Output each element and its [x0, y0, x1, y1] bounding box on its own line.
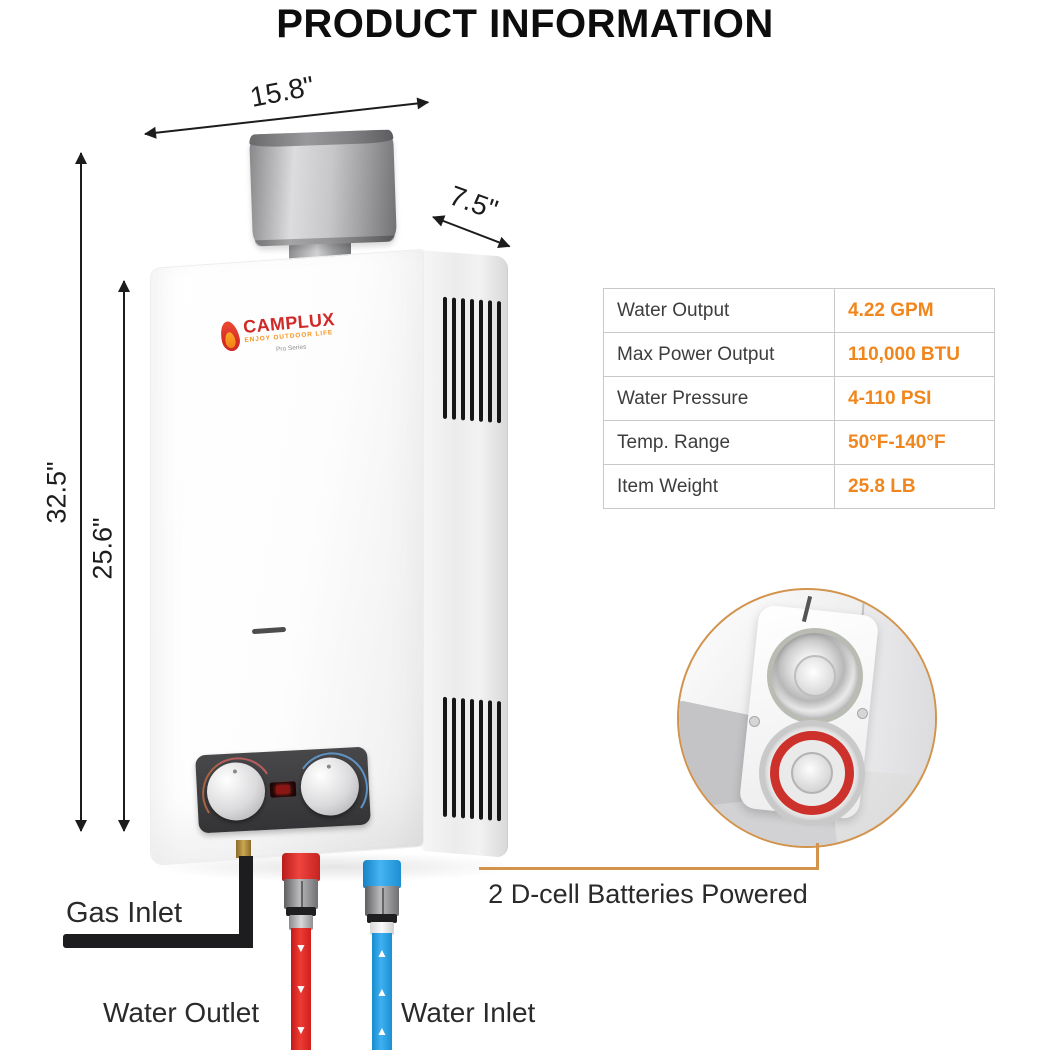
control-panel — [195, 746, 375, 836]
spec-table: Water Output 4.22 GPM Max Power Output 1… — [603, 288, 995, 509]
total-height-dimension-label: 32.5" — [41, 461, 72, 524]
cold-water-hose: ▲ ▲ ▲ — [372, 933, 392, 1050]
water-outlet-fitting — [284, 879, 318, 909]
depth-dimension-label: 7.5" — [445, 179, 502, 226]
flow-down-icon: ▼ — [295, 941, 307, 956]
d-cell-battery-top — [767, 628, 863, 724]
water-outlet-collar — [289, 915, 313, 930]
body-height-dimension-label: 25.6" — [87, 517, 118, 580]
screw-icon — [857, 708, 868, 719]
spec-row-water-output: Water Output 4.22 GPM — [604, 289, 995, 333]
flame-icon — [220, 320, 241, 351]
upper-vent-slots — [443, 296, 501, 424]
gas-pipe-horizontal — [63, 934, 253, 948]
page-title: PRODUCT INFORMATION — [276, 2, 774, 46]
water-inlet-collar — [370, 922, 394, 935]
spec-row-temp-range: Temp. Range 50°F-140°F — [604, 421, 995, 465]
water-outlet-connector — [282, 853, 320, 881]
heater-side-panel — [421, 250, 508, 858]
battery-compartment-inset — [677, 588, 937, 848]
spec-row-item-weight: Item Weight 25.8 LB — [604, 465, 995, 509]
d-cell-battery-bottom — [759, 720, 865, 826]
total-height-dimension-arrow — [75, 152, 87, 832]
battery-callout-line-vertical — [816, 843, 819, 869]
flow-up-icon: ▲ — [376, 945, 388, 960]
water-inlet-fitting — [365, 886, 399, 916]
gas-pipe-vertical — [239, 856, 253, 948]
body-height-dimension-arrow — [118, 280, 130, 832]
flow-down-icon: ▼ — [295, 1022, 307, 1037]
flow-up-icon: ▲ — [376, 984, 388, 999]
water-inlet-label: Water Inlet — [401, 997, 536, 1028]
spec-row-water-pressure: Water Pressure 4-110 PSI — [604, 377, 995, 421]
battery-callout-label: 2 D-cell Batteries Powered — [488, 879, 808, 909]
water-inlet-ring — [367, 914, 397, 923]
rain-cap — [249, 129, 397, 247]
spec-row-max-power: Max Power Output 110,000 BTU — [604, 333, 995, 377]
water-outlet-ring — [286, 907, 316, 916]
width-dimension-label: 15.8" — [247, 70, 317, 113]
flow-up-icon: ▲ — [376, 1023, 388, 1038]
screw-icon — [749, 716, 760, 727]
gas-inlet-label: Gas Inlet — [66, 897, 183, 929]
depth-dimension-arrow — [432, 216, 510, 248]
flow-down-icon: ▼ — [295, 981, 307, 996]
gas-inlet-fitting — [236, 840, 251, 858]
led-display — [269, 781, 297, 798]
water-inlet-connector — [363, 860, 401, 888]
lower-vent-slots — [443, 696, 501, 822]
water-outlet-label: Water Outlet — [103, 997, 260, 1028]
battery-callout-line-horizontal — [479, 867, 819, 870]
hot-water-hose: ▼ ▼ ▼ — [291, 928, 311, 1050]
